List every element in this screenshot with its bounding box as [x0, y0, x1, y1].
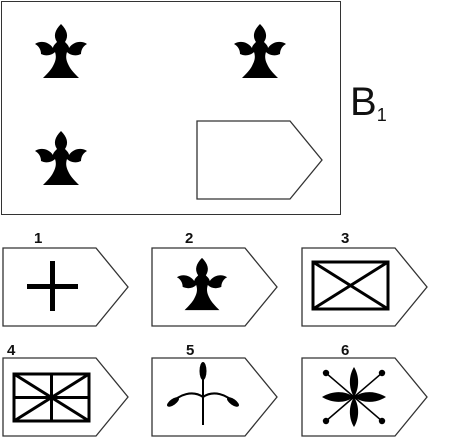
fleur-de-lis-icon: [31, 124, 91, 194]
option-number: 5: [186, 342, 195, 359]
answer-slot: [196, 120, 323, 200]
puzzle-id-subscript: 1: [376, 105, 387, 125]
option-5[interactable]: [151, 357, 281, 437]
puzzle-id: B1: [350, 82, 387, 124]
option-2[interactable]: [151, 247, 281, 327]
fleur-de-lis-icon: [230, 17, 290, 87]
option-6[interactable]: [301, 357, 431, 437]
crossed-rectangle-icon: [311, 260, 390, 311]
option-number: 2: [185, 230, 194, 247]
plus-icon: [27, 261, 78, 311]
four-petal-flower-icon: [322, 367, 386, 427]
puzzle-id-letter: B: [350, 80, 377, 124]
option-4[interactable]: [2, 357, 132, 437]
option-number: 6: [341, 342, 350, 359]
option-1[interactable]: [2, 247, 132, 327]
union-jack-icon: [12, 372, 91, 423]
option-3[interactable]: [301, 247, 431, 327]
option-number: 1: [34, 230, 43, 247]
option-number: 4: [7, 342, 16, 359]
option-number: 3: [341, 230, 350, 247]
sprig-icon: [167, 362, 239, 425]
fleur-de-lis-icon: [31, 17, 91, 87]
